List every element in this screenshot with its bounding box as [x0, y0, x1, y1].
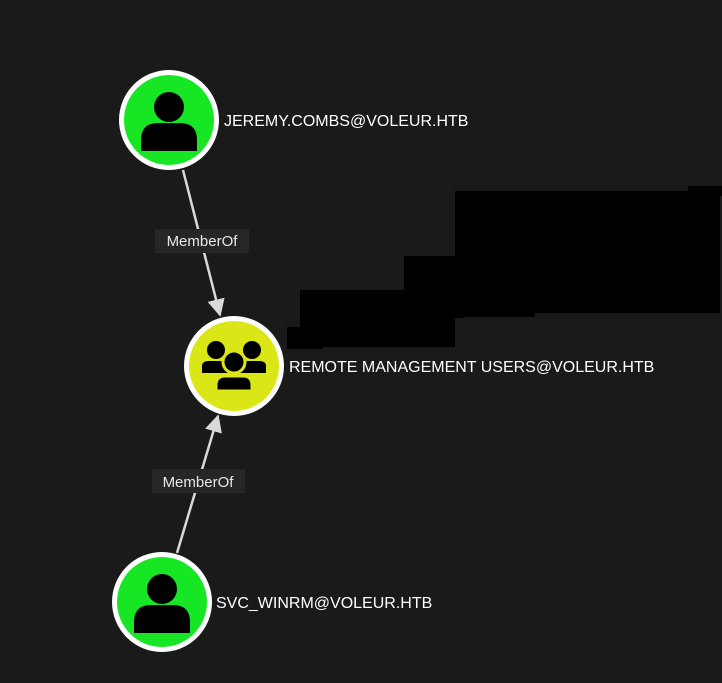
redaction-overlay — [287, 186, 722, 349]
edge-label-bg — [155, 229, 249, 253]
group-icon — [202, 341, 266, 393]
node-label: SVC_WINRM@VOLEUR.HTB — [216, 595, 432, 612]
edge-jeremy-memberof[interactable]: MemberOf — [155, 169, 249, 317]
node-svc-winrm[interactable]: SVC_WINRM@VOLEUR.HTB — [112, 552, 432, 652]
edge-svc-memberof[interactable]: MemberOf — [152, 414, 245, 554]
user-icon — [141, 92, 197, 151]
node-label: REMOTE MANAGEMENT USERS@VOLEUR.HTB — [289, 359, 654, 376]
edge-label-bg — [152, 469, 245, 493]
edge-label: MemberOf — [167, 233, 239, 250]
node-jeremy-combs[interactable]: JEREMY.COMBS@VOLEUR.HTB — [119, 70, 468, 170]
node-label: JEREMY.COMBS@VOLEUR.HTB — [224, 113, 468, 130]
edge-label: MemberOf — [163, 474, 235, 491]
node-remote-management-users[interactable]: REMOTE MANAGEMENT USERS@VOLEUR.HTB — [184, 316, 654, 416]
user-icon — [134, 574, 190, 633]
